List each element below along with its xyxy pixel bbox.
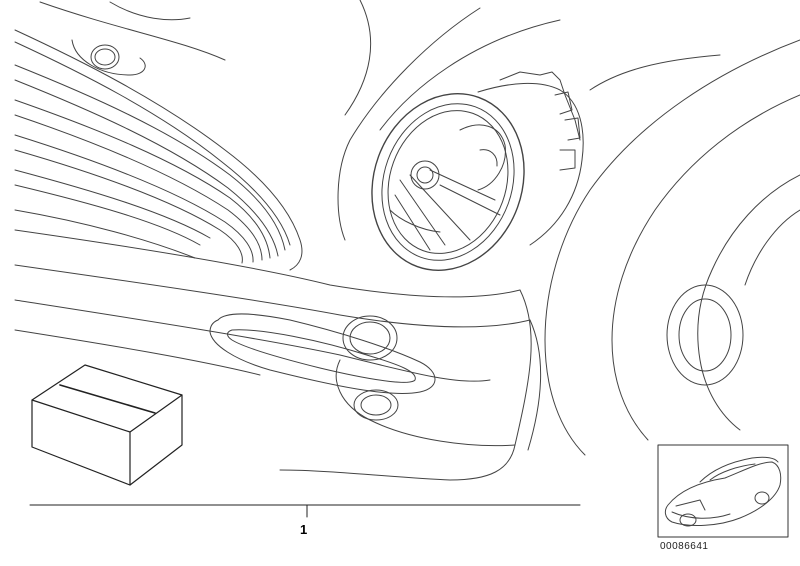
fog-light-upper <box>342 315 398 361</box>
inset-car-thumbnail <box>657 444 789 538</box>
kit-box <box>31 364 183 486</box>
headlight-assembly <box>371 71 584 271</box>
callout-line <box>29 504 581 518</box>
fog-light-lower <box>353 389 399 421</box>
hood-emblem <box>71 39 146 76</box>
callout-label: 1 <box>300 522 308 537</box>
hood-outline <box>39 0 721 241</box>
grille <box>14 29 303 271</box>
wheel-arch <box>544 39 800 456</box>
diagram-id: 00086641 <box>660 541 709 552</box>
lower-air-intake <box>209 313 436 394</box>
front-bumper <box>14 229 542 481</box>
